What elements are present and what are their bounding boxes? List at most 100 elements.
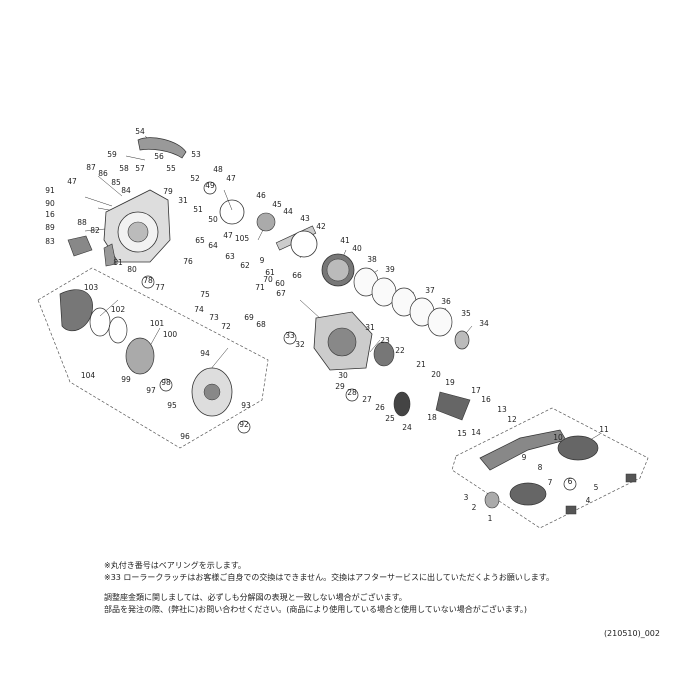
notes-block: ※丸付き番号はベアリングを示します。 ※33 ローラークラッチはお客様ご自身での… [104, 560, 664, 616]
part-label-43: 43 [300, 214, 310, 223]
part-label-40: 40 [352, 244, 362, 253]
side-plate-hub [203, 383, 221, 401]
part-label-81: 81 [113, 258, 123, 267]
part-label-69: 69 [244, 313, 254, 322]
part-label-47c: 47 [223, 231, 233, 240]
part-label-22: 22 [395, 346, 405, 355]
part-label-61: 61 [265, 268, 275, 277]
part-label-64: 64 [208, 241, 218, 250]
part-label-36: 36 [441, 297, 451, 306]
part-label-35: 35 [461, 309, 471, 318]
part-label-60: 60 [275, 279, 285, 288]
part-label-16: 16 [45, 210, 55, 219]
part-label-94: 94 [200, 349, 210, 358]
part-label-67: 67 [276, 289, 286, 298]
lever-part [67, 235, 93, 257]
part-label-88: 88 [77, 218, 87, 227]
part-label-14: 14 [471, 428, 481, 437]
part-label-4: 4 [586, 496, 591, 505]
part-label-55: 55 [166, 164, 176, 173]
part-label-70: 70 [263, 275, 273, 284]
part-label-100: 100 [163, 330, 178, 339]
part-label-98: 98 [161, 378, 171, 387]
thumb-bar [137, 137, 187, 159]
drive-train [219, 199, 355, 287]
part-label-92: 92 [239, 420, 249, 429]
part-label-28: 28 [347, 388, 357, 397]
gear-24 [393, 391, 411, 417]
part-label-52: 52 [190, 174, 200, 183]
part-label-95: 95 [167, 401, 177, 410]
part-label-104: 104 [81, 371, 96, 380]
part-label-63: 63 [225, 252, 235, 261]
part-label-87: 87 [86, 163, 96, 172]
part-label-38: 38 [367, 255, 377, 264]
part-label-39: 39 [385, 265, 395, 274]
side-cover-103 [59, 289, 93, 332]
pawl-part [103, 243, 117, 267]
part-label-25: 25 [385, 414, 395, 423]
note-washer: 調整座金類に関しましては、必ずしも分解図の表現と一致しない場合がございます。 [104, 593, 407, 602]
part-label-29: 29 [335, 382, 345, 391]
part-label-7: 7 [548, 478, 553, 487]
part-label-97: 97 [146, 386, 156, 395]
part-label-20: 20 [431, 370, 441, 379]
spool-side-plate [59, 289, 233, 417]
part-label-76: 76 [183, 257, 193, 266]
drive-gear-small [256, 212, 276, 232]
part-label-78: 78 [143, 276, 153, 285]
part-label-41: 41 [340, 236, 350, 245]
part-label-72: 72 [221, 322, 231, 331]
part-label-21: 21 [416, 360, 426, 369]
part-label-13: 13 [497, 405, 507, 414]
part-label-101: 101 [150, 319, 165, 328]
part-label-11: 11 [599, 425, 609, 434]
brake-plate-101 [125, 337, 155, 375]
part-label-10: 10 [553, 433, 563, 442]
part-label-44: 44 [283, 207, 293, 216]
part-label-102: 102 [111, 305, 126, 314]
star-18 [435, 391, 471, 421]
part-label-23: 23 [380, 336, 390, 345]
part-label-90: 90 [45, 199, 55, 208]
part-label-19: 19 [445, 378, 455, 387]
ring-102 [89, 307, 111, 337]
part-label-6: 6 [568, 477, 573, 486]
part-label-18: 18 [427, 413, 437, 422]
washer-36 [427, 307, 453, 337]
note-order: 部品を発注の際、(弊社に)お問い合わせください。(商品により使用している場合と使… [104, 605, 528, 614]
part-label-15: 15 [457, 429, 467, 438]
part-label-93: 93 [241, 401, 251, 410]
cap-5 [625, 473, 637, 483]
cap-4 [565, 505, 577, 515]
ring-102b [108, 316, 128, 344]
part-label-57: 57 [135, 164, 145, 173]
part-label-26: 26 [375, 403, 385, 412]
part-label-27: 27 [362, 395, 372, 404]
part-label-74: 74 [194, 305, 204, 314]
part-label-5: 5 [594, 483, 599, 492]
part-label-48: 48 [213, 165, 223, 174]
part-label-68: 68 [256, 320, 266, 329]
part-label-66: 66 [292, 271, 302, 280]
part-label-53: 53 [191, 150, 201, 159]
main-gear-hub [326, 258, 350, 282]
part-label-8: 8 [538, 463, 543, 472]
star-drag [290, 230, 318, 258]
part-label-82: 82 [90, 226, 100, 235]
part-label-71: 71 [255, 283, 265, 292]
doc-code: (210510)_002 [603, 629, 660, 638]
part-label-54: 54 [135, 127, 145, 136]
part-label-96: 96 [180, 432, 190, 441]
part-label-103: 103 [84, 283, 99, 292]
part-label-56: 56 [154, 152, 164, 161]
knob-lower [509, 482, 547, 506]
part-label-99: 99 [121, 375, 131, 384]
part-label-16b: 16 [481, 395, 491, 404]
part-label-9b: 9 [522, 453, 527, 462]
part-label-62: 62 [240, 261, 250, 270]
handle-assembly [479, 429, 637, 515]
